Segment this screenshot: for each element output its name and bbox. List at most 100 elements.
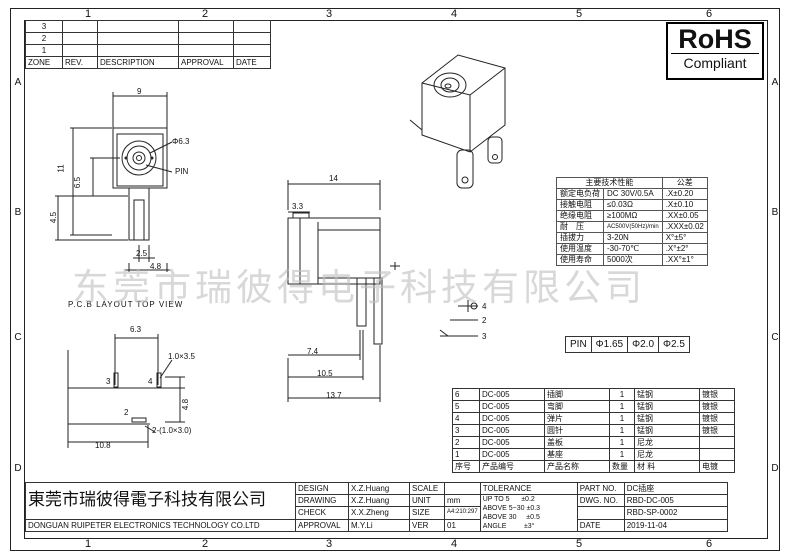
pin-table: PIN Φ1.65 Φ2.0 Φ2.5 <box>565 336 690 353</box>
dim-length-14: 14 <box>329 174 338 183</box>
bom-plating: 镀银 <box>699 412 735 425</box>
rohs-badge: RoHS Compliant <box>666 22 764 80</box>
front-view-jack-circle <box>121 140 157 176</box>
row-a-left: A <box>14 77 22 88</box>
date-value: 2019-11-04 <box>623 518 728 533</box>
dim-10-5: 10.5 <box>317 369 333 378</box>
row-c-left: C <box>14 332 22 343</box>
col-4-top: 4 <box>450 8 458 20</box>
bom-code: DC-005 <box>479 424 545 437</box>
dim-diameter: Φ6.3 <box>172 137 190 146</box>
bom-header-no: 序号 <box>452 460 480 473</box>
part-no-value: DC插座 <box>623 482 728 495</box>
sp-no-value: RBD-SP-0002 <box>623 506 728 520</box>
bom-no: 2 <box>452 436 480 449</box>
tol-above-5-30: ABOVE 5~30 ±0.3 <box>482 505 541 512</box>
bom-header: 序号产品编号产品名称数量材 料电镀 <box>452 460 735 473</box>
pin-option-1: Φ1.65 <box>590 336 629 353</box>
bom-material: 锰钢 <box>634 412 700 425</box>
bom-plating: 镀银 <box>699 424 735 437</box>
size-label: SIZE <box>409 506 445 520</box>
row-d-right: D <box>771 463 779 474</box>
pin-label: PIN <box>175 167 189 176</box>
spec-value: 3-20N <box>603 232 663 244</box>
bom-header-name: 产品名称 <box>544 460 610 473</box>
dim-7-4: 7.4 <box>307 347 319 356</box>
row-b-left: B <box>14 207 22 218</box>
rev-header-date: DATE <box>233 56 271 69</box>
pcb-pin-4: 4 <box>148 377 153 386</box>
bom-header-material: 材 料 <box>634 460 700 473</box>
col-1-bottom: 1 <box>84 538 92 550</box>
spec-key: 使用寿命 <box>556 254 604 266</box>
col-2-bottom: 2 <box>201 538 209 550</box>
row-a-right: A <box>771 77 779 88</box>
bom-code: DC-005 <box>479 436 545 449</box>
schematic-pin-4: 4 <box>482 302 487 311</box>
drawing-border <box>24 20 768 539</box>
rohs-subtitle: Compliant <box>671 53 759 72</box>
row-c-right: C <box>771 332 779 343</box>
col-5-top: 5 <box>575 8 583 20</box>
bom-plating: 镀银 <box>699 400 735 413</box>
bom-qty: 1 <box>609 412 635 425</box>
bom-name: 弯脚 <box>544 400 610 413</box>
spec-key: 绝缘电阻 <box>556 210 604 222</box>
bom-material: 锰钢 <box>634 400 700 413</box>
scale-label: SCALE <box>409 482 445 495</box>
bom-qty: 1 <box>609 448 635 461</box>
tol-above-30: ABOVE 30 ±0.5 <box>482 514 540 521</box>
col-6-top: 6 <box>705 8 713 20</box>
bom-header-code: 产品编号 <box>479 460 545 473</box>
pcb-slot-1: 1.0×3.5 <box>168 352 195 361</box>
dim-height-6-5: 6.5 <box>73 176 83 189</box>
revision-table: 3 2 1 ZONE REV. DESCRIPTION APPROVAL DAT… <box>25 20 271 69</box>
spec-value: 5000次 <box>603 254 663 266</box>
bom-no: 3 <box>452 424 480 437</box>
check-label: CHECK <box>295 506 349 520</box>
col-2-top: 2 <box>201 8 209 20</box>
tol-up-to-5: UP TO 5 ±0.2 <box>482 496 535 503</box>
bom-qty: 1 <box>609 388 635 401</box>
pcb-dim-6-3: 6.3 <box>130 325 142 334</box>
bom-name: 基座 <box>544 448 610 461</box>
dim-width-9: 9 <box>137 87 142 96</box>
rev-header-description: DESCRIPTION <box>97 56 179 69</box>
spec-tol-title: 公差 <box>661 177 708 189</box>
ver-value: 01 <box>444 518 481 533</box>
design-name: X.Z.Huang <box>348 482 410 495</box>
bom-header-plating: 电镀 <box>699 460 735 473</box>
company-name-en: DONGUAN RUIPETER ELECTRONICS TECHNOLOGY … <box>25 518 296 533</box>
iso-view-body <box>421 54 506 153</box>
col-3-bottom: 3 <box>325 538 333 550</box>
drawing-name: X.Z.Huang <box>348 493 410 508</box>
dwg-no-value: RBD-DC-005 <box>623 493 728 508</box>
dim-4-8: 4.8 <box>150 262 162 271</box>
spec-tol: .X°±2° <box>661 243 708 255</box>
spec-tol: .X±0.20 <box>661 188 708 200</box>
bom-name: 插脚 <box>544 388 610 401</box>
dim-2-5: 2.5 <box>136 249 148 258</box>
dim-height-11: 11 <box>56 164 66 173</box>
bom-code: DC-005 <box>479 388 545 401</box>
spec-value: -30-70℃ <box>603 243 663 255</box>
bom-name: 弹片 <box>544 412 610 425</box>
design-label: DESIGN <box>295 482 349 495</box>
col-1-top: 1 <box>84 8 92 20</box>
spec-tol: .X±0.10 <box>661 199 708 211</box>
bom-no: 4 <box>452 412 480 425</box>
spec-title: 主要技术性能 <box>556 177 663 189</box>
rev-header-zone: ZONE <box>25 56 63 69</box>
bom-name: 盖板 <box>544 436 610 449</box>
bom-header-qty: 数量 <box>609 460 635 473</box>
size-value: A4:210:297 <box>444 506 481 520</box>
bom-qty: 1 <box>609 400 635 413</box>
bom-code: DC-005 <box>479 400 545 413</box>
rev-header-rev: REV. <box>62 56 98 69</box>
spec-value: DC 30V/0.5A <box>603 188 663 200</box>
col-4-bottom: 4 <box>450 538 458 550</box>
approval-label: APPROVAL <box>295 518 349 533</box>
bom-material: 尼龙 <box>634 436 700 449</box>
